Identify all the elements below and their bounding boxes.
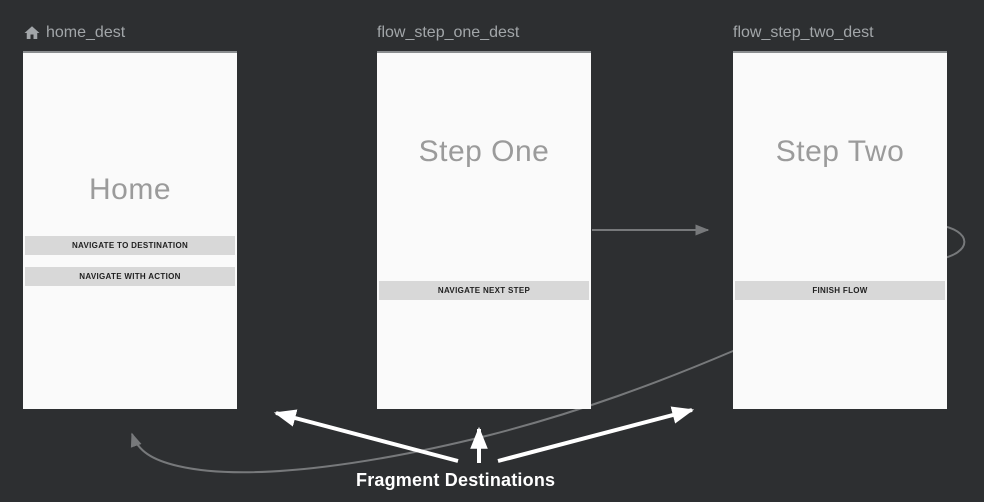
fragment-preview-step-two: Step Two FINISH FLOW [733,51,947,409]
destination-card-step-one[interactable]: flow_step_one_dest Step One NAVIGATE NEX… [377,20,591,409]
annotation-arrow-to-home [273,409,459,463]
destination-label: home_dest [46,23,126,41]
destination-label: flow_step_two_dest [733,23,874,41]
annotation-arrow-to-step-two [497,406,695,463]
preview-button-navigate-to-destination: NAVIGATE TO DESTINATION [25,236,235,255]
fragment-preview-step-one: Step One NAVIGATE NEXT STEP [377,51,591,409]
destination-card-home[interactable]: home_dest Home NAVIGATE TO DESTINATION N… [23,20,237,409]
preview-title: Step One [418,135,550,168]
destination-header-step-one[interactable]: flow_step_one_dest [377,20,591,45]
preview-button-finish-flow: FINISH FLOW [735,281,945,300]
destination-header-step-two[interactable]: flow_step_two_dest [733,20,947,45]
annotation-label: Fragment Destinations [356,470,556,490]
fragment-preview-home: Home NAVIGATE TO DESTINATION NAVIGATE WI… [23,51,237,409]
destination-header-home[interactable]: home_dest [23,20,237,45]
home-icon [23,24,41,42]
preview-button-navigate-next-step: NAVIGATE NEXT STEP [379,281,589,300]
preview-title: Home [88,173,172,206]
preview-button-navigate-with-action: NAVIGATE WITH ACTION [25,267,235,286]
destination-label: flow_step_one_dest [377,23,520,41]
preview-title: Step Two [775,135,905,168]
destination-card-step-two[interactable]: flow_step_two_dest Step Two FINISH FLOW [733,20,947,409]
